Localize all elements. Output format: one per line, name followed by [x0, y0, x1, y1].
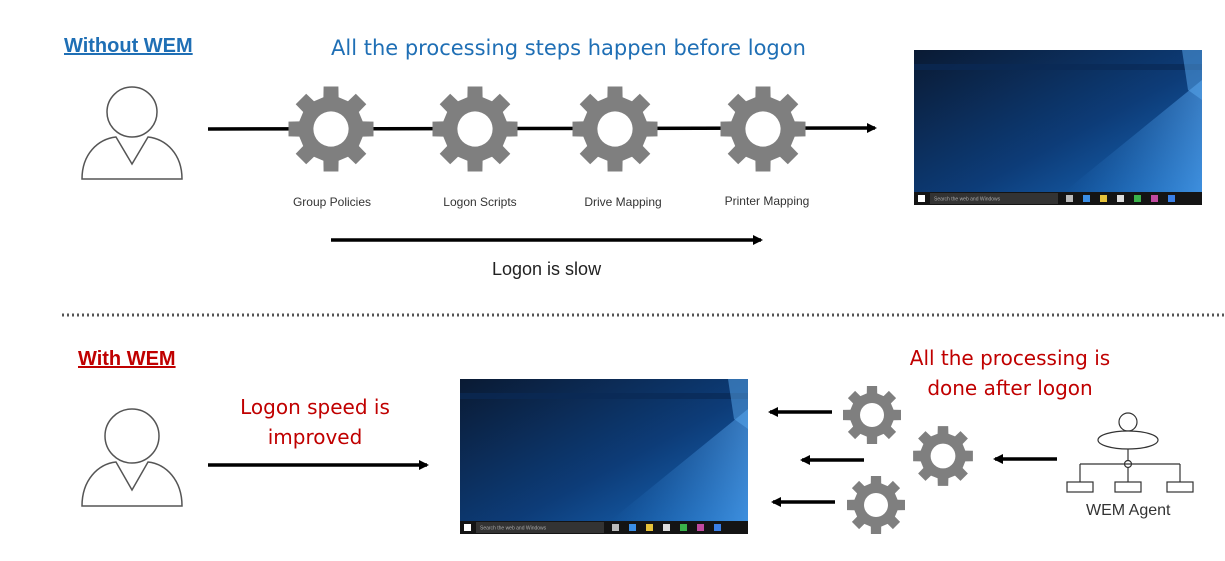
step-label: Printer Mapping: [724, 194, 810, 208]
user-icon: [81, 408, 183, 507]
slow-arrow: [331, 235, 763, 245]
logon-slow-caption: Logon is slow: [492, 259, 602, 279]
speed-caption: Logon speed is improved: [225, 392, 405, 452]
speed-caption-line: improved: [267, 425, 363, 449]
gear-icon: [287, 85, 375, 173]
step-label: Logon Scripts: [443, 195, 517, 209]
speed-caption-line: Logon speed is: [240, 395, 390, 419]
section-divider: [62, 313, 1225, 317]
windows-desktop-image: Search the web and Windows: [460, 379, 748, 534]
top-caption: All the processing steps happen before l…: [331, 36, 806, 60]
after-logon-caption-line: All the processing is: [909, 346, 1111, 370]
return-arrow: [771, 497, 835, 507]
svg-text:Search the web and Windows: Search the web and Windows: [480, 526, 547, 532]
logon-arrow: [208, 460, 429, 470]
gear-icon: [846, 475, 906, 535]
gear-icon: [431, 85, 519, 173]
gear-icon: [912, 425, 974, 487]
return-arrow: [800, 455, 864, 465]
step-label: Group Policies: [292, 195, 372, 209]
after-logon-caption: All the processing is done after logon: [880, 343, 1140, 403]
user-icon: [81, 86, 183, 180]
gear-icon: [571, 85, 659, 173]
windows-desktop-image: Search the web and Windows: [914, 50, 1202, 205]
network-agent-icon: [1066, 412, 1194, 493]
step-label: Drive Mapping: [584, 195, 662, 209]
section-title-without-wem: Without WEM: [64, 35, 193, 57]
after-logon-caption-line: done after logon: [927, 376, 1093, 400]
section-title-with-wem: With WEM: [78, 348, 176, 370]
agent-arrow: [993, 454, 1057, 464]
svg-text:Search the web and Windows: Search the web and Windows: [934, 197, 1001, 203]
return-arrow: [768, 407, 832, 417]
gear-icon: [842, 385, 902, 445]
gear-icon: [719, 85, 807, 173]
wem-agent-label: WEM Agent: [1086, 502, 1171, 519]
